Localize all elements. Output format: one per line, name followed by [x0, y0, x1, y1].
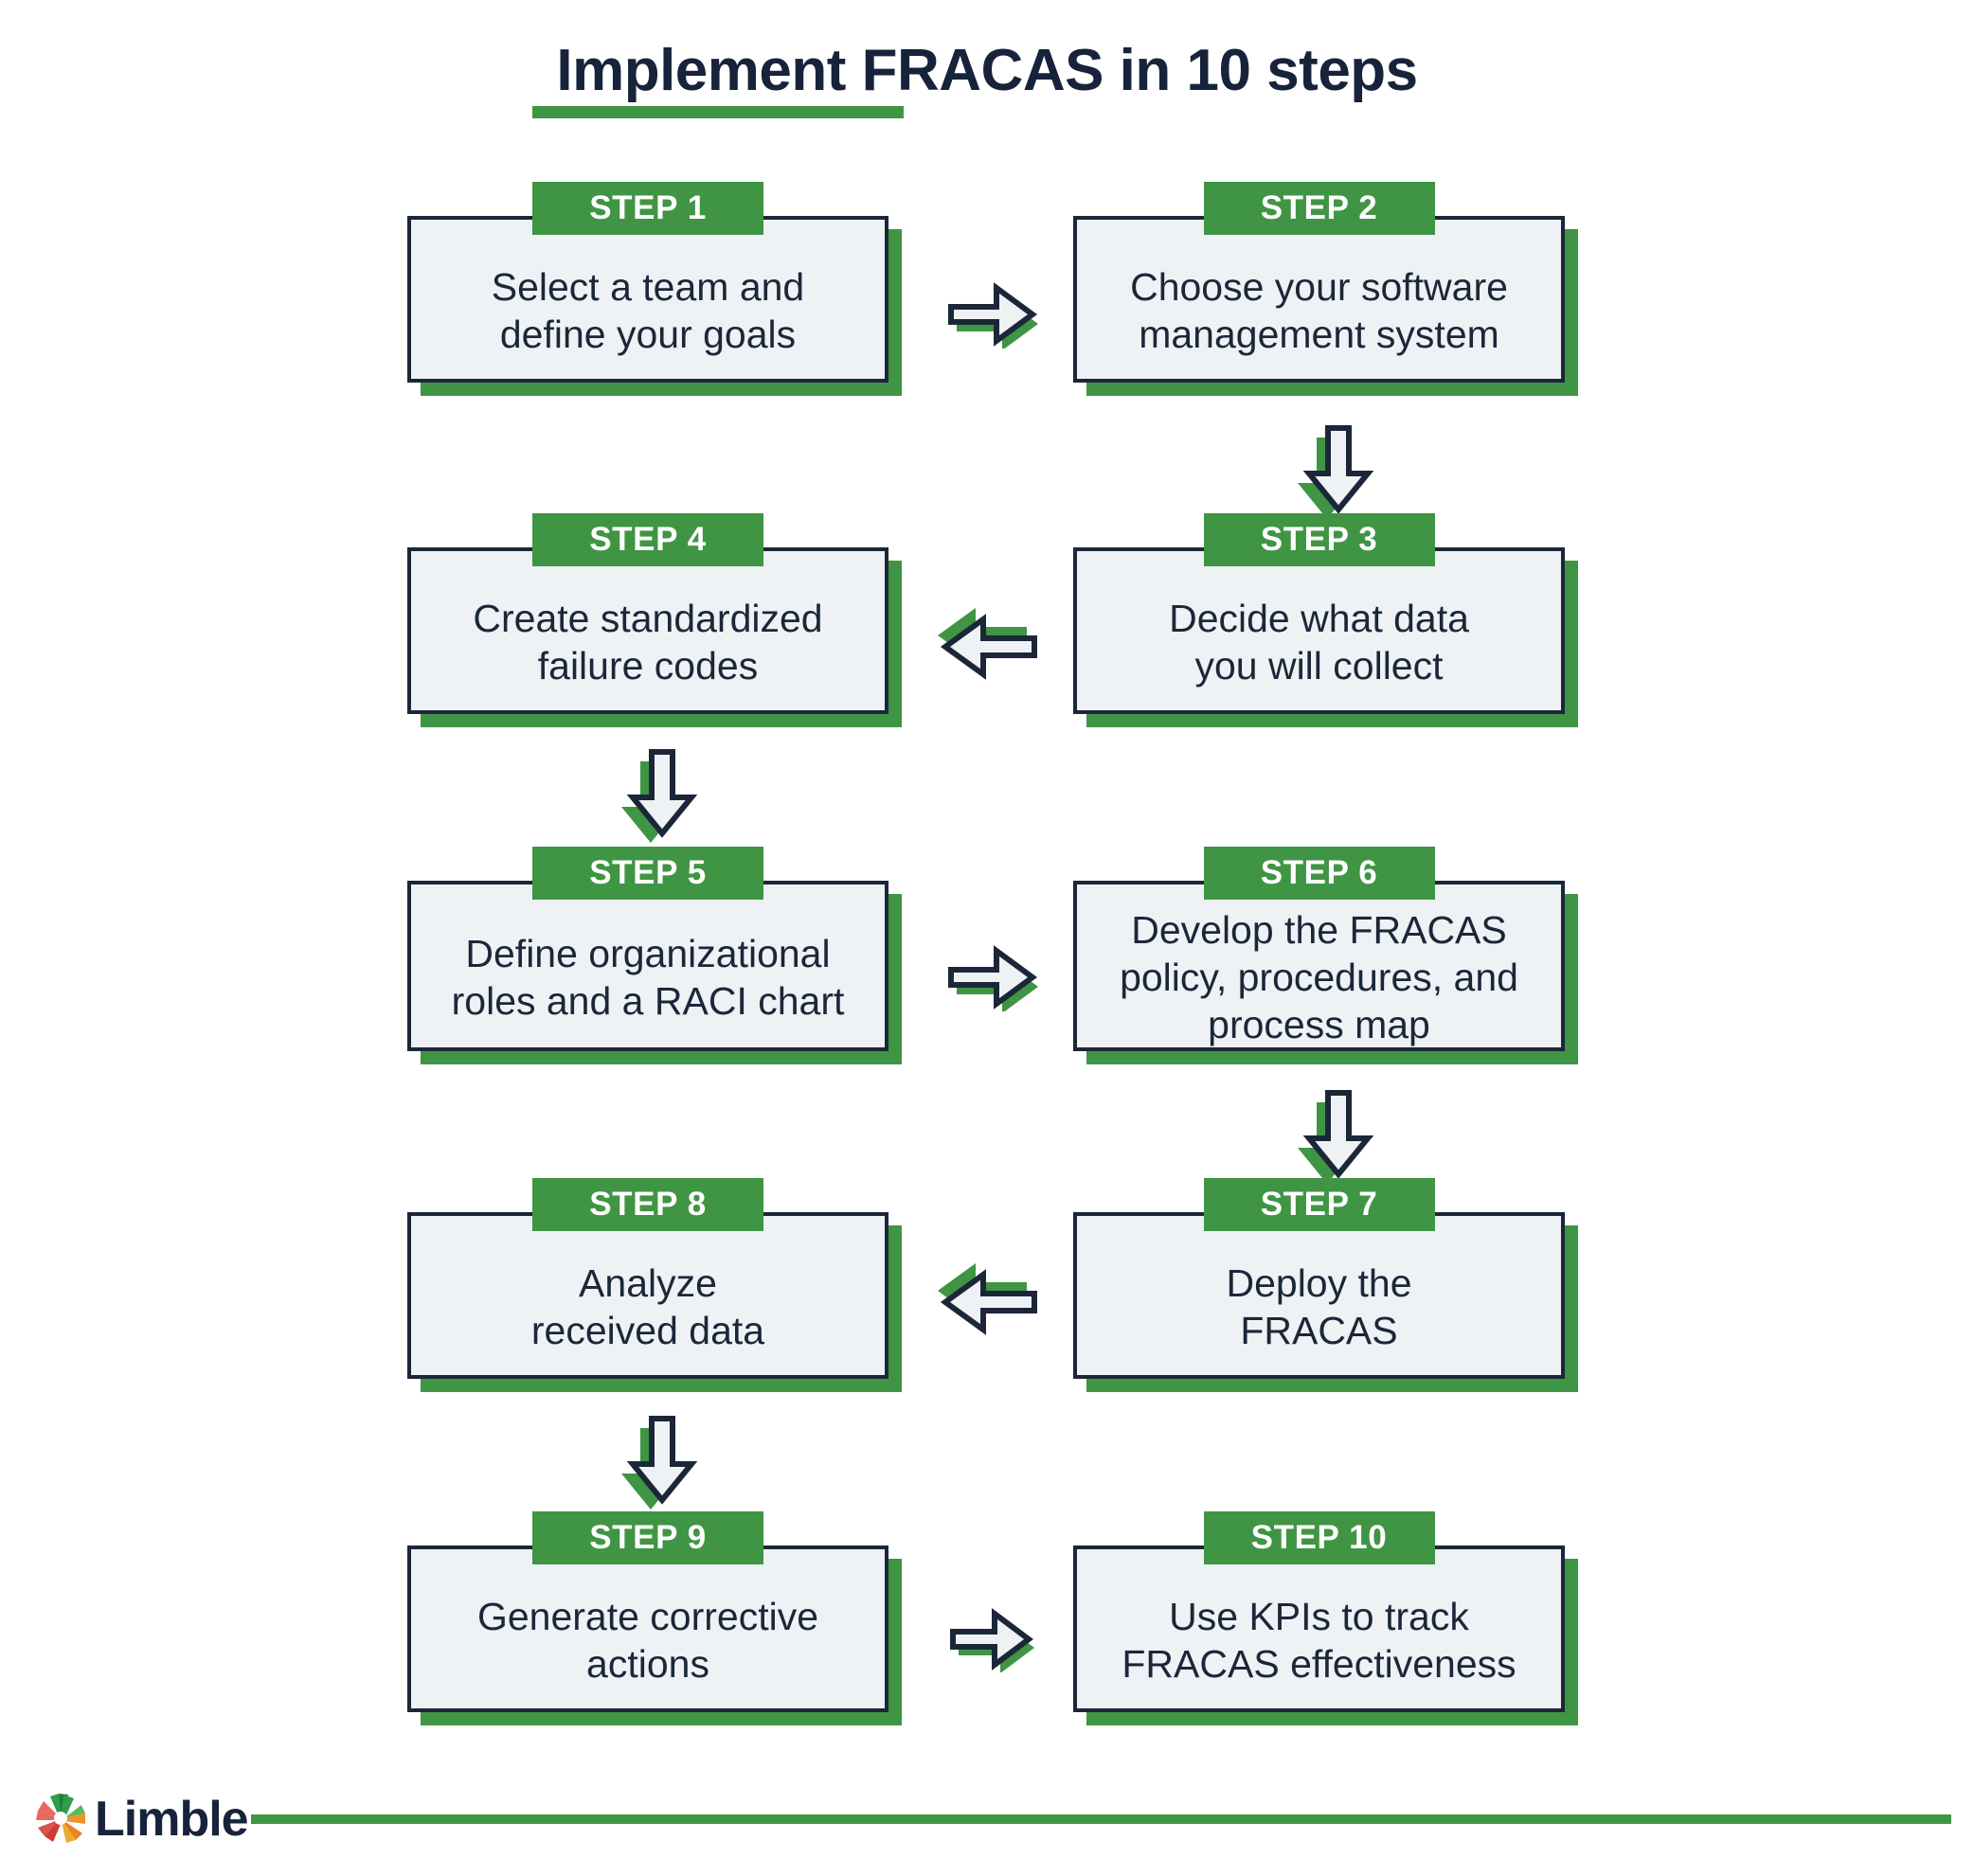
- footer: Limble: [0, 1780, 1974, 1866]
- step-text-5: Define organizational roles and a RACI c…: [451, 931, 845, 1023]
- step-badge-3: STEP 3: [1203, 513, 1435, 566]
- step-badge-10: STEP 10: [1203, 1511, 1435, 1564]
- step-badge-8: STEP 8: [532, 1178, 763, 1231]
- arrow-down-step8-step9: [614, 1407, 709, 1513]
- step-badge-2: STEP 2: [1203, 182, 1435, 235]
- arrow-left-step3-step4: [928, 604, 1051, 686]
- step-badge-7: STEP 7: [1203, 1178, 1435, 1231]
- step-box-3[interactable]: STEP 3 Decide what data you will collect: [1073, 513, 1578, 727]
- step-box-5[interactable]: STEP 5 Define organizational roles and a…: [407, 847, 902, 1064]
- arrow-right-step5-step6: [934, 936, 1050, 1011]
- step-badge-1: STEP 1: [532, 182, 763, 235]
- step-box-2[interactable]: STEP 2 Choose your software management s…: [1073, 182, 1578, 396]
- step-badge-5: STEP 5: [532, 847, 763, 900]
- step-box-10[interactable]: STEP 10 Use KPIs to track FRACAS effecti…: [1073, 1511, 1578, 1725]
- step-box-4[interactable]: STEP 4 Create standardized failure codes: [407, 513, 902, 727]
- arrow-down-step6-step7: [1290, 1081, 1385, 1188]
- arrow-right-step9-step10: [940, 1600, 1044, 1672]
- step-box-body: [1073, 547, 1565, 714]
- step-text-7: Deploy the FRACAS: [1226, 1260, 1412, 1352]
- step-text-4: Create standardized failure codes: [473, 596, 823, 688]
- step-text-6: Develop the FRACAS policy, procedures, a…: [1120, 907, 1518, 1047]
- arrow-down-step4-step5: [614, 741, 709, 847]
- step-text-10: Use KPIs to track FRACAS effectiveness: [1122, 1594, 1516, 1686]
- step-text-8: Analyze received data: [530, 1260, 765, 1352]
- arrow-down-step2-step3: [1290, 417, 1385, 523]
- step-badge-4: STEP 4: [532, 513, 763, 566]
- step-box-1[interactable]: STEP 1 Select a team and define your goa…: [407, 182, 902, 396]
- title-underline: [532, 106, 904, 118]
- step-box-body: [407, 216, 888, 383]
- step-box-9[interactable]: STEP 9 Generate corrective actions: [407, 1511, 902, 1725]
- limble-pinwheel-icon: [34, 1792, 87, 1845]
- step-box-7[interactable]: STEP 7 Deploy the FRACAS: [1073, 1178, 1578, 1392]
- step-text-9: Generate corrective actions: [476, 1594, 819, 1686]
- step-box-6[interactable]: STEP 6 Develop the FRACAS policy, proced…: [1073, 847, 1578, 1064]
- page-title: Implement FRACAS in 10 steps: [556, 38, 1418, 103]
- step-badge-6: STEP 6: [1203, 847, 1435, 900]
- step-text-3: Decide what data you will collect: [1169, 596, 1469, 688]
- step-text-2: Choose your software management system: [1130, 264, 1508, 356]
- step-badge-9: STEP 9: [532, 1511, 763, 1564]
- step-text-1: Select a team and define your goals: [491, 264, 805, 356]
- title-block: Implement FRACAS in 10 steps: [0, 42, 1974, 100]
- step-box-8[interactable]: STEP 8 Analyze received data: [407, 1178, 902, 1392]
- arrow-left-step7-step8: [928, 1260, 1051, 1341]
- footer-rule: [251, 1814, 1951, 1824]
- step-box-body: [1073, 1212, 1565, 1379]
- arrow-right-step1-step2: [934, 273, 1050, 348]
- step-box-body: [407, 881, 888, 1051]
- limble-wordmark: Limble: [95, 1792, 249, 1847]
- step-box-body: [407, 547, 888, 714]
